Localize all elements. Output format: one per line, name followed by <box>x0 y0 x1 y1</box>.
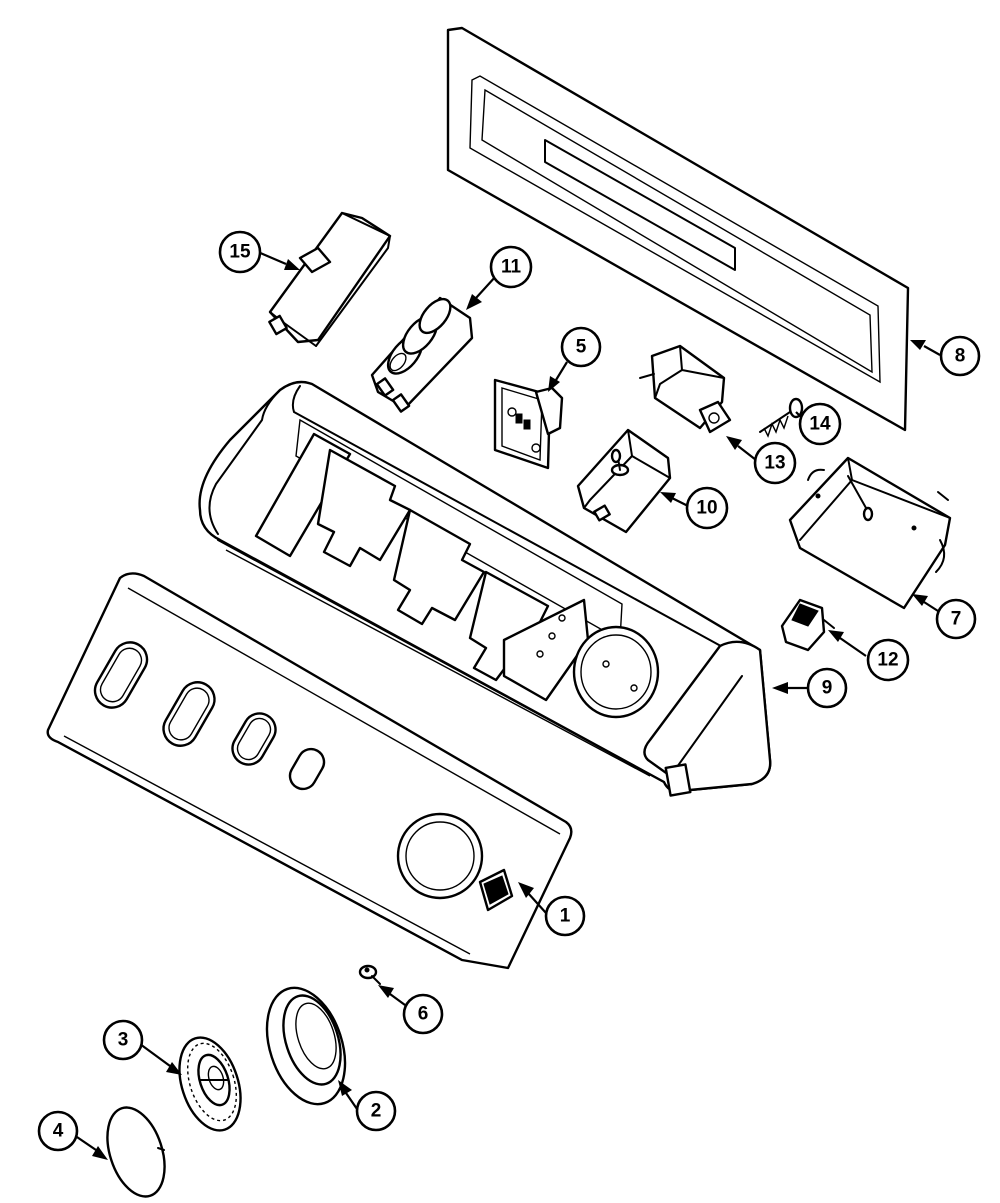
part-screw-14 <box>759 397 804 438</box>
callout-3: 3 <box>102 1019 144 1061</box>
part-rear-panel <box>446 26 910 432</box>
callout-label-3: 3 <box>118 1030 129 1051</box>
callout-label-5: 5 <box>576 337 587 358</box>
callout-label-2: 2 <box>371 1101 382 1122</box>
callout-15: 15 <box>218 230 262 274</box>
callout-label-12: 12 <box>877 650 898 671</box>
part-pushbutton-switch <box>370 296 474 413</box>
callout-4: 4 <box>37 1110 79 1152</box>
part-screw-6 <box>358 964 381 985</box>
callout-label-8: 8 <box>955 346 966 367</box>
part-console-housing <box>198 380 772 797</box>
part-knob <box>178 1036 242 1132</box>
callout-12: 12 <box>866 638 910 682</box>
callout-1: 1 <box>544 895 586 937</box>
callout-8: 8 <box>939 335 981 377</box>
callout-label-15: 15 <box>229 242 251 263</box>
callout-label-9: 9 <box>822 678 833 699</box>
callout-9: 9 <box>806 667 848 709</box>
part-cap <box>106 1106 166 1198</box>
callout-2: 2 <box>355 1090 397 1132</box>
part-timer <box>788 456 952 610</box>
callout-label-4: 4 <box>53 1121 64 1142</box>
part-slide-switch <box>268 211 392 347</box>
part-rocker-switch <box>780 598 835 652</box>
callout-5: 5 <box>560 326 602 368</box>
callout-label-1: 1 <box>560 906 571 927</box>
callout-label-7: 7 <box>951 609 962 630</box>
callout-10: 10 <box>685 486 729 530</box>
callout-11: 11 <box>489 245 533 289</box>
part-receptacle <box>493 378 564 470</box>
callout-6: 6 <box>402 993 444 1035</box>
part-front-panel <box>46 572 573 970</box>
part-bezel <box>265 986 347 1106</box>
callout-label-14: 14 <box>809 414 831 435</box>
callout-7: 7 <box>935 598 977 640</box>
callout-label-13: 13 <box>764 453 785 474</box>
leader-lines <box>73 250 941 1160</box>
part-relay <box>639 344 732 434</box>
callout-label-11: 11 <box>501 257 522 278</box>
callout-label-10: 10 <box>696 498 717 519</box>
part-control-box <box>576 428 672 534</box>
callout-13: 13 <box>753 441 797 485</box>
callout-14: 14 <box>798 402 842 446</box>
callout-label-6: 6 <box>418 1004 429 1025</box>
